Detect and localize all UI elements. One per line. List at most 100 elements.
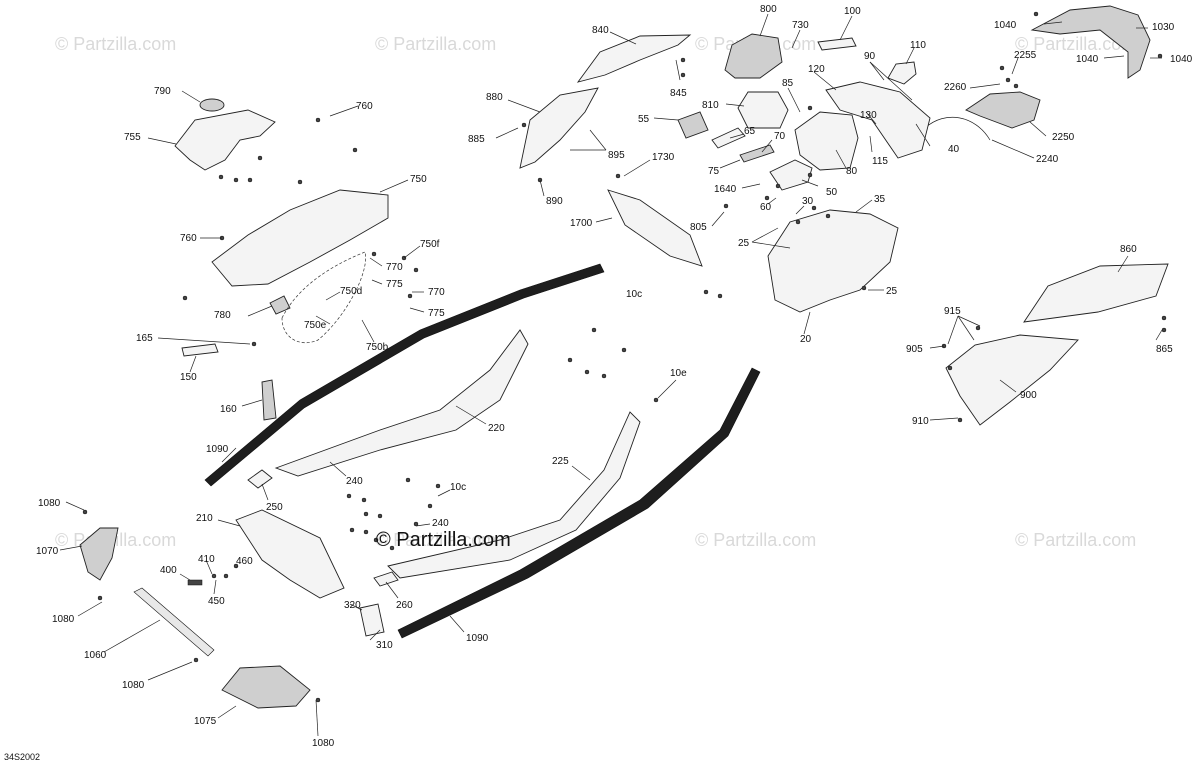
part-755-mat[interactable] [174,109,276,171]
callout-905[interactable]: 905 [906,344,923,355]
part-1090-strip-lower[interactable] [397,367,761,639]
callout-20[interactable]: 20 [800,334,812,345]
callout-750b[interactable]: 750b [366,342,389,353]
callout-1700[interactable]: 1700 [570,218,593,229]
part-55[interactable] [677,111,709,139]
part-800[interactable] [724,33,783,79]
part-1090-strip[interactable] [204,263,605,487]
callout-250[interactable]: 250 [266,502,283,513]
part-750b-loop[interactable] [281,251,366,344]
callout-750[interactable]: 750 [410,174,427,185]
callout-805[interactable]: 805 [690,222,707,233]
part-2240-cable[interactable] [924,116,991,141]
part-860[interactable] [1023,263,1169,323]
callout-50[interactable]: 50 [826,187,838,198]
callout-885[interactable]: 885 [468,134,485,145]
part-1060-strip[interactable] [133,587,215,657]
callout-865[interactable]: 865 [1156,344,1173,355]
callout-260[interactable]: 260 [396,600,413,611]
part-900[interactable] [945,334,1079,426]
part-810[interactable] [737,91,789,129]
callout-1040-a[interactable]: 1040 [994,20,1017,31]
part-780[interactable] [269,295,291,315]
callout-40[interactable]: 40 [948,144,960,155]
part-210[interactable] [235,509,345,599]
callout-1040-c[interactable]: 1040 [1170,54,1193,65]
callout-80[interactable]: 80 [846,166,858,177]
callout-460[interactable]: 460 [236,556,253,567]
callout-800[interactable]: 800 [760,4,777,15]
callout-70[interactable]: 70 [774,131,786,142]
callout-115[interactable]: 115 [872,156,888,167]
callout-1090-a[interactable]: 1090 [206,444,229,455]
callout-150[interactable]: 150 [180,372,197,383]
part-85-bracket[interactable] [825,81,931,159]
callout-790[interactable]: 790 [154,86,171,97]
callout-55[interactable]: 55 [638,114,650,125]
callout-770-a[interactable]: 770 [386,262,403,273]
callout-780[interactable]: 780 [214,310,231,321]
callout-1730[interactable]: 1730 [652,152,675,163]
part-400[interactable] [187,579,203,586]
callout-25-a[interactable]: 25 [738,238,750,249]
callout-35[interactable]: 35 [874,194,886,205]
callout-130[interactable]: 130 [860,110,877,121]
callout-65[interactable]: 65 [744,126,756,137]
callout-1075[interactable]: 1075 [194,716,217,727]
part-880-side-cover[interactable] [519,87,599,169]
callout-30[interactable]: 30 [802,196,814,207]
part-70[interactable] [739,144,775,163]
callout-220[interactable]: 220 [488,423,505,434]
part-110[interactable] [887,61,917,85]
part-100[interactable] [817,37,857,51]
callout-60[interactable]: 60 [760,202,772,213]
part-790[interactable] [199,98,225,112]
callout-895[interactable]: 895 [608,150,625,161]
part-1070[interactable] [79,527,119,581]
part-220-rail[interactable] [274,329,529,477]
callout-10c-a[interactable]: 10c [626,289,642,300]
callout-750e[interactable]: 750e [304,320,327,331]
part-225-rail[interactable] [387,411,641,579]
callout-880[interactable]: 880 [486,92,503,103]
part-1075[interactable] [221,665,311,709]
callout-100[interactable]: 100 [844,6,861,17]
callout-915[interactable]: 915 [944,306,961,317]
callout-1030[interactable]: 1030 [1152,22,1175,33]
callout-225[interactable]: 225 [552,456,569,467]
callout-90[interactable]: 90 [864,51,876,62]
callout-240-a[interactable]: 240 [346,476,363,487]
callout-120[interactable]: 120 [808,64,825,75]
callout-1070[interactable]: 1070 [36,546,59,557]
callout-730[interactable]: 730 [792,20,809,31]
part-80-frame[interactable] [794,111,859,171]
part-1030[interactable] [1030,5,1151,79]
callout-1080-d[interactable]: 1080 [312,738,335,749]
callout-10e[interactable]: 10e [670,368,687,379]
callout-1080-c[interactable]: 1080 [122,680,145,691]
callout-860[interactable]: 860 [1120,244,1137,255]
callout-85[interactable]: 85 [782,78,794,89]
callout-310[interactable]: 310 [376,640,393,651]
callout-750f[interactable]: 750f [420,239,440,250]
callout-760-b[interactable]: 760 [180,233,197,244]
callout-775-a[interactable]: 775 [386,279,403,290]
part-840-cover[interactable] [576,34,692,83]
callout-165[interactable]: 165 [136,333,153,344]
part-2250[interactable] [965,91,1041,129]
callout-1640[interactable]: 1640 [714,184,737,195]
callout-760-a[interactable]: 760 [356,101,373,112]
callout-1080-b[interactable]: 1080 [52,614,75,625]
callout-75[interactable]: 75 [708,166,720,177]
part-250[interactable] [247,469,273,489]
callout-775-b[interactable]: 775 [428,308,445,319]
part-310[interactable] [359,603,385,637]
callout-770-b[interactable]: 770 [428,287,445,298]
callout-410[interactable]: 410 [198,554,215,565]
part-260[interactable] [373,571,399,587]
callout-845[interactable]: 845 [670,88,687,99]
callout-900[interactable]: 900 [1020,390,1037,401]
callout-25-b[interactable]: 25 [886,286,898,297]
callout-400[interactable]: 400 [160,565,177,576]
callout-1060[interactable]: 1060 [84,650,107,661]
